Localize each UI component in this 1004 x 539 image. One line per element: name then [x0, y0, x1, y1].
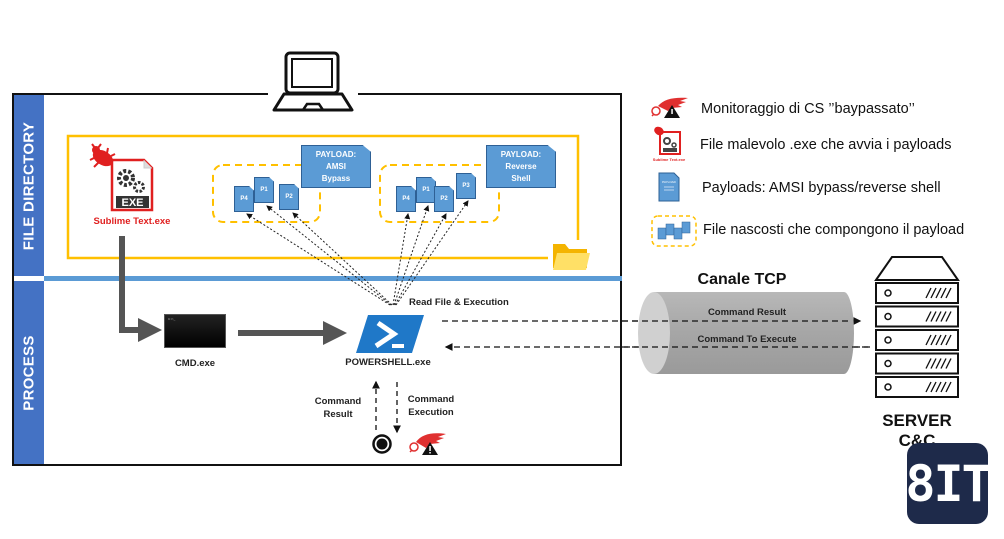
legend-hidden-files-icon: [651, 215, 697, 247]
powershell-icon: [356, 315, 424, 353]
logo-text: 8IT: [905, 454, 991, 513]
svg-text:PAYLOAD: PAYLOAD: [662, 180, 677, 184]
section-separator: [44, 276, 622, 281]
tcp-command-result-label: Command Result: [707, 307, 787, 318]
server-unit: [875, 329, 959, 351]
section-file-directory: FILE DIRECTORY: [14, 95, 44, 276]
payload-part-file: P4: [234, 186, 254, 212]
server-rack-icon: [874, 255, 960, 400]
payload-amsi-bypass: PAYLOAD: AMSI Bypass: [301, 145, 371, 188]
cmd-label: CMD.exe: [174, 358, 216, 369]
legend-item-hidden-files: File nascosti che compongono il payload: [703, 222, 965, 238]
cmd-window-icon: C:\>_: [164, 314, 226, 348]
legend-item-malware: File malevolo .exe che avvia i payloads: [700, 137, 952, 153]
powershell-label: POWERSHELL.exe: [345, 357, 431, 368]
payload-part-file: P3: [456, 173, 476, 199]
payload-part-file: P4: [396, 186, 416, 212]
legend-malware-exe-icon: Sublime Text.exe: [652, 124, 686, 164]
tcp-channel-cylinder: [638, 292, 854, 374]
brand-logo: 8IT: [905, 443, 992, 524]
falcon-warning-icon: [408, 432, 448, 456]
endpoint-target-icon: [372, 434, 392, 454]
hidden-group-amsi: [212, 164, 321, 223]
read-file-execution-label: Read File & Execution: [409, 297, 509, 308]
server-unit: [875, 376, 959, 398]
payload-part-file: P1: [254, 177, 274, 203]
svg-text:Sublime Text.exe: Sublime Text.exe: [653, 157, 686, 162]
legend-payload-file-icon: PAYLOAD: [658, 172, 680, 202]
payload-reverse-shell: PAYLOAD: Reverse Shell: [486, 145, 556, 188]
payload-part-file: P1: [416, 177, 436, 203]
server-unit: [875, 305, 959, 328]
command-execution-label: Command Execution: [407, 394, 455, 418]
legend-item-monitoring: Monitoraggio di CS ’’baypassato’’: [701, 101, 915, 117]
laptop-icon: [268, 50, 358, 112]
payload-part-file: P2: [434, 186, 454, 212]
server-unit: [875, 282, 959, 304]
legend-falcon-warning-icon: [650, 97, 690, 119]
section-gap: [14, 276, 44, 281]
legend-item-payloads: Payloads: AMSI bypass/reverse shell: [702, 180, 941, 196]
malware-exe-icon: EXE: [86, 142, 156, 212]
hidden-group-reverse: [379, 164, 500, 223]
tcp-command-to-execute-label: Command To Execute: [697, 334, 797, 345]
svg-text:EXE: EXE: [121, 197, 143, 209]
payload-part-file: P2: [279, 184, 299, 210]
bug-icon: [89, 143, 116, 168]
section-process: PROCESS: [14, 281, 44, 464]
folder-icon: [551, 240, 591, 272]
command-result-label: Command Result: [314, 396, 362, 420]
malware-label: Sublime Text.exe: [93, 216, 171, 227]
server-unit: [875, 352, 959, 375]
flow-arrow-malware-to-cmd: [119, 236, 162, 342]
tcp-channel-title: Canale TCP: [697, 271, 787, 288]
